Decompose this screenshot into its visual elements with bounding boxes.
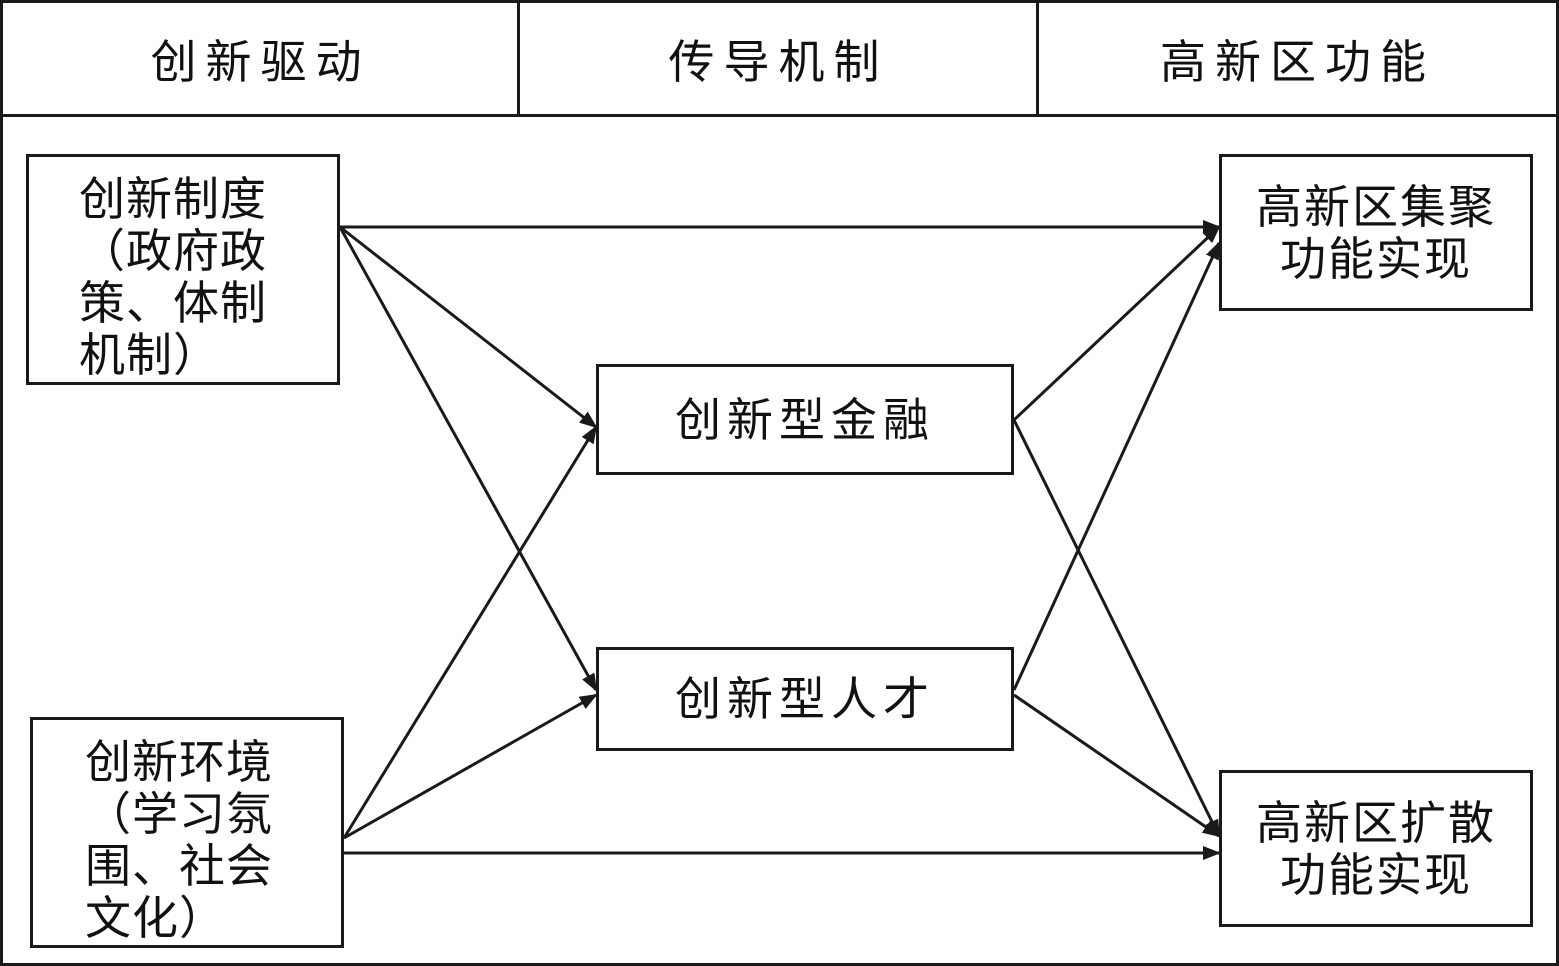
- node-line: 文化）: [85, 891, 226, 945]
- node-line: 高新区集聚: [1256, 179, 1496, 234]
- arrow-finance-to-agglomeration: [1012, 225, 1221, 422]
- arrow-institution-to-finance: [339, 225, 598, 429]
- header-divider: [1036, 3, 1039, 115]
- column-header-zone-function: 高新区功能: [1160, 35, 1435, 89]
- node-line: （学习氛: [85, 787, 273, 841]
- node-line: 围、社会: [85, 839, 273, 893]
- node-line: （政府政: [79, 224, 267, 278]
- node-line: 创新制度: [79, 172, 267, 226]
- node-line: 创新环境: [85, 735, 273, 789]
- arrow-environment-to-talent: [343, 693, 598, 840]
- node-innovation-environment: 创新环境 （学习氛 围、社会 文化）: [30, 717, 344, 948]
- header-bottom-divider: [0, 114, 1559, 117]
- arrow-talent-to-diffusion: [1013, 693, 1221, 838]
- node-line: 功能实现: [1280, 231, 1472, 286]
- node-innovative-talent: 创新型人才: [596, 647, 1014, 751]
- node-innovative-finance: 创新型金融: [596, 364, 1014, 475]
- arrow-talent-to-agglomeration: [1012, 241, 1221, 691]
- header-divider: [517, 3, 520, 115]
- node-line: 高新区扩散: [1256, 795, 1496, 850]
- node-agglomeration-function: 高新区集聚 功能实现: [1219, 154, 1533, 311]
- arrow-environment-to-finance: [342, 425, 598, 839]
- node-line: 功能实现: [1280, 847, 1472, 902]
- column-header-transmission-mechanism: 传导机制: [668, 35, 889, 89]
- node-line: 机制）: [79, 328, 220, 382]
- column-header-innovation-drive: 创新驱动: [150, 35, 371, 89]
- node-innovation-institution: 创新制度 （政府政 策、体制 机制）: [26, 154, 340, 385]
- node-diffusion-function: 高新区扩散 功能实现: [1219, 770, 1533, 927]
- node-line: 策、体制: [79, 276, 267, 330]
- arrow-institution-to-talent: [338, 226, 598, 692]
- arrow-finance-to-diffusion: [1012, 419, 1221, 838]
